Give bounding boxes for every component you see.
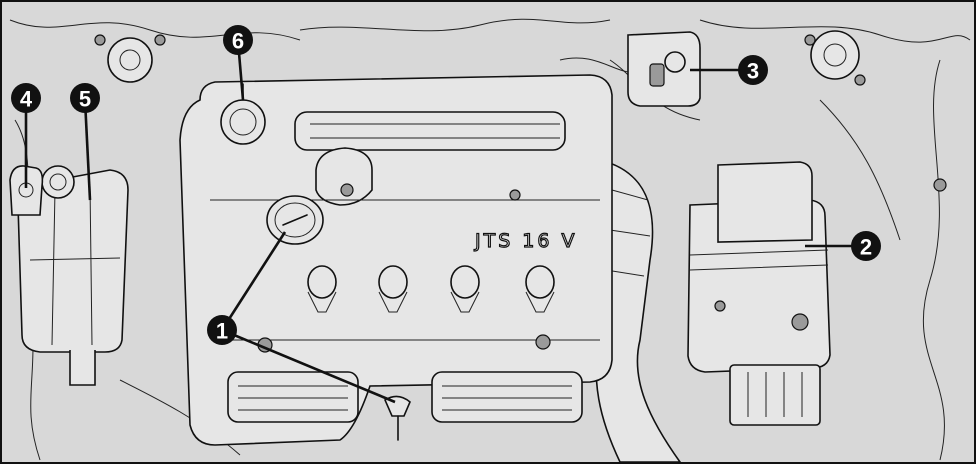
- callout-5: 5: [70, 83, 100, 113]
- callout-3: 3: [738, 55, 768, 85]
- brake-fluid-reservoir: [9, 165, 44, 216]
- fuse-connector: [627, 31, 701, 107]
- callout-5-label: 5: [79, 87, 91, 112]
- callout-2-label: 2: [860, 235, 872, 260]
- leader-1b: [221, 328, 396, 404]
- callout-1-label: 1: [216, 319, 228, 344]
- callout-6: 6: [223, 25, 253, 55]
- callout-4: 4: [11, 83, 41, 113]
- callout-1: 1: [207, 315, 237, 345]
- oil-filler-cap: [266, 195, 324, 245]
- leader-1a: [220, 231, 287, 331]
- battery: [687, 161, 831, 426]
- cover-label: JTS 16 V: [474, 230, 578, 252]
- callout-2: 2: [851, 231, 881, 261]
- callout-4-label: 4: [20, 87, 33, 112]
- leader-5: [83, 99, 92, 201]
- callout-3-label: 3: [747, 59, 759, 84]
- engine-cover: JTS 16 V: [179, 74, 613, 446]
- callout-6-label: 6: [232, 29, 244, 54]
